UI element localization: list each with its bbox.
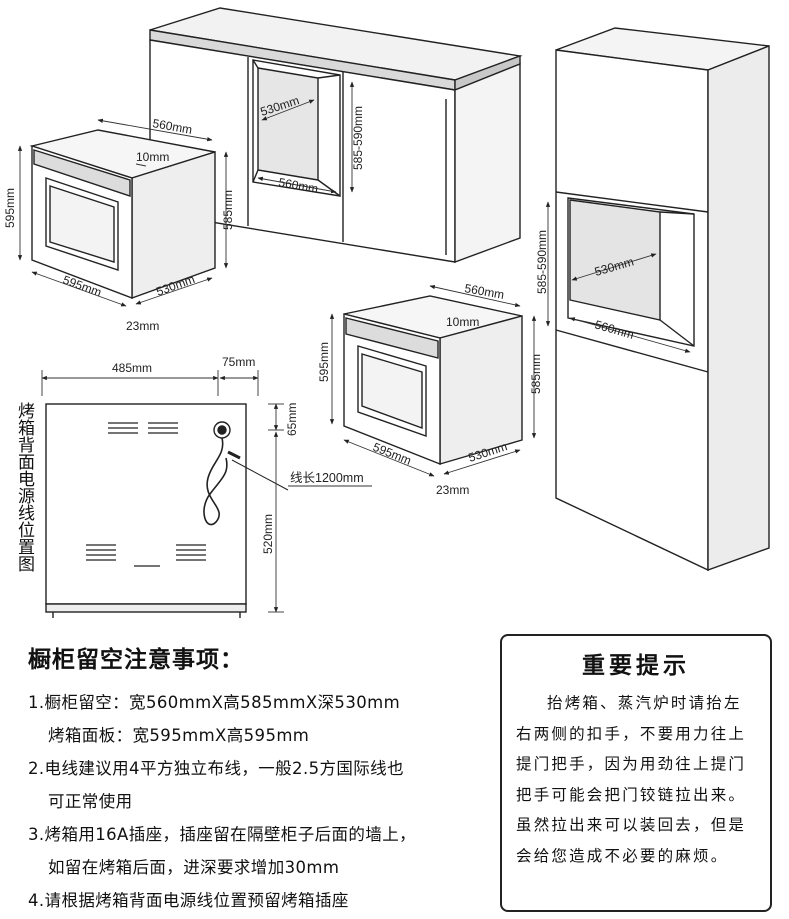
note-line: 3.烤箱用16A插座，插座留在隔壁柜子后面的墙上， xyxy=(28,825,417,844)
oven1-width-top-label: 560mm xyxy=(151,116,193,137)
important-tip-box: 重要提示 抬烤箱、蒸汽炉时请抬左右两侧的扣手，不要用力往上提门把手，因为用劲往上… xyxy=(500,634,772,912)
tip-title: 重要提示 xyxy=(582,653,690,679)
oven2-lip-label: 23mm xyxy=(436,483,469,497)
oven1-lip-label: 23mm xyxy=(126,319,159,333)
oven-middle xyxy=(343,295,523,466)
back-height-label: 520mm xyxy=(261,514,275,554)
oven-top-left xyxy=(29,129,216,300)
cabinet-inner-height-label: 585-590mm xyxy=(351,106,365,170)
back-offset-label: 75mm xyxy=(222,355,255,369)
oven2-panel-gap-label: 10mm xyxy=(446,315,479,329)
back-top-offset-label: 65mm xyxy=(285,403,299,436)
note-line: 2.电线建议用4平方独立布线，一般2.5方国际线也 xyxy=(28,759,404,778)
tall-inner-height-label: 585-590mm xyxy=(535,230,549,294)
back-panel-caption: 烤箱背面电源线位置图 xyxy=(14,402,34,572)
notes-title: 橱柜留空注意事项： xyxy=(28,647,244,673)
oven2-front-height-label: 595mm xyxy=(317,342,331,382)
note-line: 烤箱面板：宽595mmX高595mm xyxy=(48,726,310,745)
cabinet-inner-width-label: 560mm xyxy=(277,175,319,196)
base-cabinet xyxy=(149,7,523,264)
note-line: 1.橱柜留空：宽560mmX高585mmX深530mm xyxy=(28,693,401,712)
cord-length-label: 线长1200mm xyxy=(290,471,364,485)
note-line: 如留在烤箱后面，进深要求增加30mm xyxy=(48,858,340,877)
cabinet-notes: 橱柜留空注意事项： 1.橱柜留空：宽560mmX高585mmX深530mm 烤箱… xyxy=(28,640,478,917)
tall-cabinet xyxy=(555,27,770,572)
oven1-body-height-label: 585mm xyxy=(221,190,235,230)
back-width-label: 485mm xyxy=(112,361,152,375)
dimension-lines xyxy=(17,81,691,613)
installation-diagram: 560mm 10mm 595mm 585mm 595mm 530mm 23mm … xyxy=(3,7,770,618)
oven2-body-height-label: 585mm xyxy=(529,354,543,394)
oven1-panel-gap-label: 10mm xyxy=(136,150,169,164)
note-line: 可正常使用 xyxy=(48,792,133,811)
oven-back-panel xyxy=(45,403,289,618)
oven2-width-top-label: 560mm xyxy=(463,281,505,302)
oven1-front-height-label: 595mm xyxy=(3,188,17,228)
tip-body: 抬烤箱、蒸汽炉时请抬左右两侧的扣手，不要用力往上提门把手，因为用劲往上提门把手可… xyxy=(516,694,747,865)
note-line: 4.请根据烤箱背面电源线位置预留烤箱插座 xyxy=(28,891,349,910)
